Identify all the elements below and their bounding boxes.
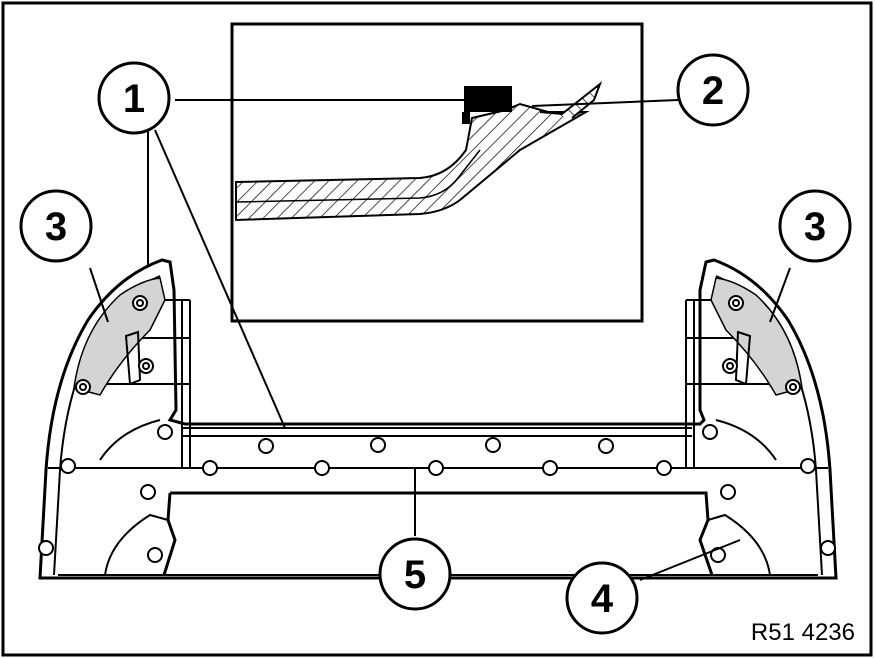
callout-3-right: 3	[778, 189, 852, 263]
inset-detail	[230, 22, 644, 323]
callout-5: 5	[378, 537, 452, 611]
callout-3-right-label: 3	[804, 205, 826, 249]
clip-block	[464, 86, 512, 112]
trim-panel	[38, 258, 838, 580]
callout-4-label: 4	[591, 577, 614, 621]
callout-2: 2	[676, 53, 750, 127]
mounting-holes	[38, 295, 836, 563]
callout-5-label: 5	[404, 553, 426, 597]
callout-2-label: 2	[702, 69, 724, 113]
reference-code: R51 4236	[751, 619, 855, 646]
callout-1-label: 1	[123, 77, 145, 121]
callout-1: 1	[97, 61, 171, 135]
leader-lines	[89, 99, 791, 581]
callout-3-left: 3	[19, 189, 93, 263]
callout-3-left-label: 3	[45, 205, 67, 249]
callout-4: 4	[565, 561, 639, 635]
